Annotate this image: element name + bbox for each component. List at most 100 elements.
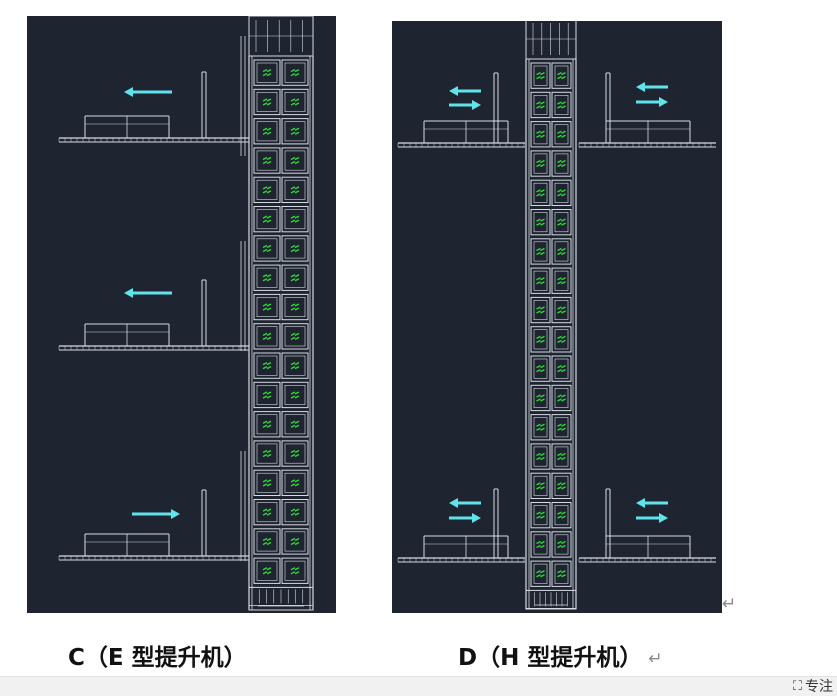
pallet-cell	[530, 267, 551, 294]
pallet-cell	[253, 528, 281, 555]
e-type-elevator-drawing	[58, 16, 314, 611]
pallet-cell	[253, 440, 281, 467]
pallet-cell	[551, 472, 572, 500]
pallet-cell	[253, 381, 281, 409]
pallet-cell	[253, 557, 281, 584]
pallet-cell	[253, 147, 281, 174]
caption-h-type: D（H 型提升机）↵	[458, 640, 663, 676]
paragraph-mark: ↵	[722, 594, 737, 614]
pallet-cell	[281, 88, 309, 116]
pallet-cell	[253, 264, 281, 291]
elevator-base	[248, 586, 314, 611]
pallet-cell	[551, 296, 572, 324]
pallet-cell	[530, 355, 551, 382]
conveyor-arrow	[636, 498, 668, 508]
pallet-cell	[530, 443, 551, 470]
pallet-cell	[530, 472, 551, 500]
pallet-cell	[530, 326, 551, 353]
conveyor-arrow	[636, 97, 668, 107]
conveyor-arrow	[449, 100, 481, 110]
pallet-cell	[530, 179, 551, 206]
pallet-cell	[551, 267, 572, 294]
paragraph-mark: ↵	[648, 648, 663, 669]
pallet-cell	[551, 443, 572, 470]
caption-letter: C	[68, 645, 85, 671]
conveyor-arrow	[124, 288, 172, 298]
pallet-cell	[253, 118, 281, 145]
pallet-cell	[530, 384, 551, 412]
pallet-cell	[551, 502, 572, 529]
pallet-cell	[530, 62, 551, 89]
pallet-cell	[281, 381, 309, 409]
pallet-cell	[551, 414, 572, 441]
figure-e-type-elevator	[27, 16, 336, 613]
pallet-cell	[281, 235, 309, 262]
pallet-cell	[551, 62, 572, 89]
pallet-cell	[551, 355, 572, 382]
pallet-cell	[281, 323, 309, 350]
pallet-cell	[281, 206, 309, 233]
pallet-cell	[551, 326, 572, 353]
pallet-cell	[281, 147, 309, 174]
conveyor-arrow	[449, 513, 481, 523]
pallet-cell	[551, 560, 572, 587]
pallet-cell	[281, 264, 309, 291]
caption-title: （E 型提升机）	[84, 645, 247, 671]
pallet-cell	[530, 531, 551, 558]
pallet-cell	[551, 179, 572, 206]
conveyor-arrow	[636, 82, 668, 92]
pallet-cell	[253, 206, 281, 233]
pallet-cell	[281, 352, 309, 379]
pallet-cell	[281, 469, 309, 497]
pallet-cell	[253, 352, 281, 379]
pallet-cell	[281, 59, 309, 86]
pallet-cell	[530, 238, 551, 265]
pallet-cell	[253, 293, 281, 321]
elevator-base	[525, 589, 577, 610]
pallet-cell	[551, 238, 572, 265]
pallet-cell	[253, 59, 281, 86]
pallet-cell	[281, 499, 309, 526]
pallet-cell	[530, 560, 551, 587]
pallet-cell	[253, 88, 281, 116]
h-type-elevator-drawing	[397, 21, 716, 610]
pallet-cell	[281, 528, 309, 555]
conveyor-arrow	[124, 87, 172, 97]
focus-mode-label[interactable]: 专注	[805, 679, 833, 695]
pallet-cell	[530, 150, 551, 177]
conveyor-arrow	[449, 86, 481, 96]
pallet-cell	[530, 91, 551, 119]
pallet-cell	[551, 209, 572, 236]
pallet-cell	[551, 91, 572, 119]
pallet-cell	[253, 235, 281, 262]
pallet-cell	[281, 557, 309, 584]
pallet-cell	[551, 150, 572, 177]
pallet-cell	[253, 469, 281, 497]
focus-mode-icon: ⛶	[792, 679, 802, 694]
pallet-cell	[530, 296, 551, 324]
pallet-cell	[281, 411, 309, 438]
conveyor-arrow	[636, 513, 668, 523]
pallet-cell	[281, 293, 309, 321]
pallet-cell	[530, 502, 551, 529]
pallet-cell	[281, 118, 309, 145]
pallet-cell	[551, 384, 572, 412]
status-bar: ⛶ 专注	[0, 676, 837, 696]
caption-letter: D	[458, 645, 478, 671]
pallet-cell	[281, 440, 309, 467]
pallet-cell	[530, 414, 551, 441]
conveyor-arrow	[132, 509, 180, 519]
pallet-cell	[551, 121, 572, 148]
pallet-cell	[253, 499, 281, 526]
caption-title: （H 型提升机）	[477, 645, 643, 671]
pallet-cell	[551, 531, 572, 558]
pallet-cell	[253, 323, 281, 350]
pallet-cell	[530, 209, 551, 236]
pallet-cell	[281, 176, 309, 203]
caption-e-type: C（E 型提升机）	[68, 640, 247, 676]
figure-h-type-elevator	[392, 21, 722, 613]
focus-mode-button[interactable]: ⛶ 专注	[793, 678, 833, 696]
pallet-cell	[253, 176, 281, 203]
pallet-cell	[253, 411, 281, 438]
